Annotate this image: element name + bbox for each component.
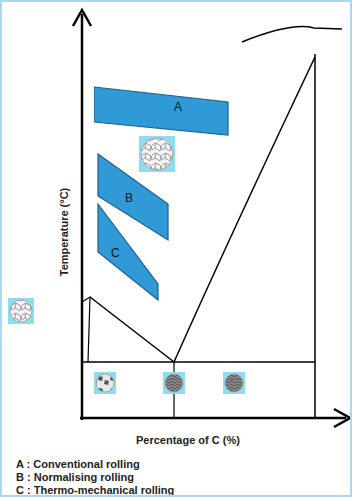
- axis-title: Percentage of C (%): [136, 434, 240, 446]
- band-shape: [94, 82, 230, 138]
- legend-note: B : Normalising rolling: [16, 471, 134, 483]
- band-shape: [96, 202, 160, 304]
- rolling-band: A: [94, 82, 230, 138]
- rolling-band: C: [96, 202, 160, 304]
- band-letter: C: [111, 246, 120, 260]
- band-letter: A: [174, 100, 182, 114]
- legend-note: A : Conventional rolling: [16, 458, 140, 470]
- axis-title: Temperature (°C): [58, 188, 70, 277]
- band-letter: B: [125, 191, 133, 205]
- legend-note: C : Thermo-mechanical rolling: [16, 484, 174, 496]
